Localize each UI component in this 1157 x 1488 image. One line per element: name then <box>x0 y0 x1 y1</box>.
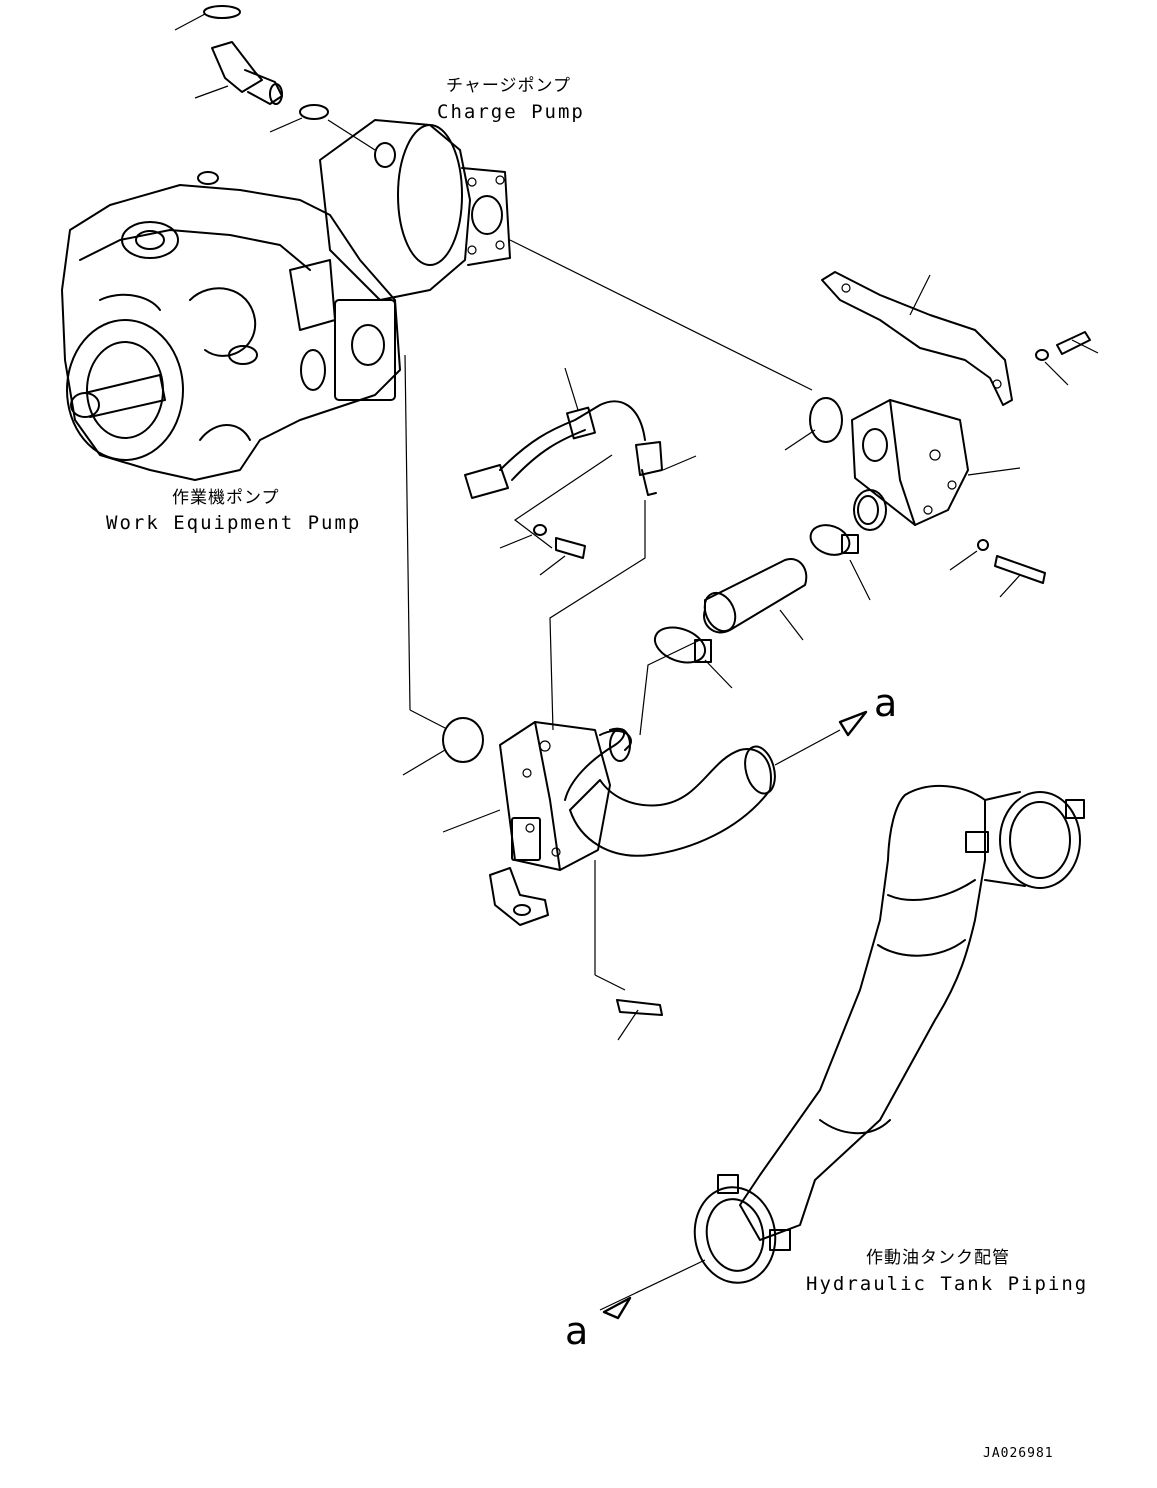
lower-flange-and-tube <box>402 710 868 1041</box>
hose-and-clamps <box>653 524 871 689</box>
work-pump-label-en: Work Equipment Pump <box>106 512 362 534</box>
charge-pump-label-en: Charge Pump <box>437 101 585 123</box>
work-equipment-pump <box>61 171 401 481</box>
reference-a-bottom: a <box>565 1309 589 1353</box>
charge-pump <box>319 119 511 301</box>
charge-pump-label-jp: チャージポンプ <box>446 76 571 96</box>
work-pump-label-jp: 作業機ポンプ <box>172 488 280 508</box>
tank-piping-label-jp: 作動油タンク配管 <box>866 1248 1010 1268</box>
support-bracket <box>821 271 1099 406</box>
flange-block <box>784 397 1046 598</box>
drawing-code: JA026981 <box>983 1446 1054 1461</box>
reference-a-top: a <box>874 681 898 725</box>
elbow-fitting <box>174 5 376 151</box>
temperature-sensor <box>464 367 697 576</box>
tank-piping-label-en: Hydraulic Tank Piping <box>806 1273 1089 1295</box>
hydraulic-tank-hose <box>599 784 1085 1320</box>
guide-lines <box>404 239 813 991</box>
